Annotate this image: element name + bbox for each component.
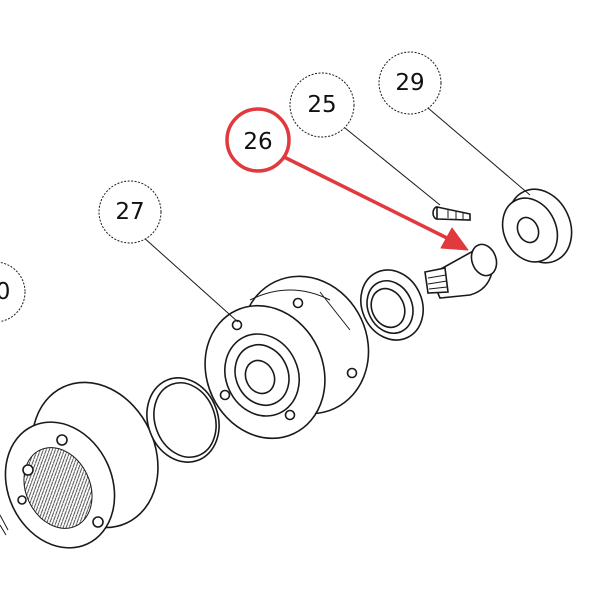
part-29-washer <box>501 188 573 264</box>
callout-partial-label: 0 <box>0 279 10 305</box>
callout-25: 25 <box>289 72 355 138</box>
callout-26: 26 <box>225 107 291 173</box>
leader-25 <box>344 127 441 206</box>
part-30-hub <box>0 381 159 549</box>
leader-29 <box>427 107 531 196</box>
o-ring <box>146 377 220 463</box>
highlight-arrow <box>282 155 457 244</box>
callout-27: 27 <box>98 180 162 244</box>
leader-27 <box>141 235 239 323</box>
part-25-bolt <box>432 206 471 221</box>
callout-29: 29 <box>378 51 442 115</box>
callout-29-label: 29 <box>395 70 424 96</box>
highlight-arrowhead <box>440 227 469 251</box>
part-27-housing <box>204 275 370 440</box>
callout-25-label: 25 <box>307 92 336 118</box>
highlight-ring <box>225 107 291 173</box>
part-26-coupling <box>424 243 498 299</box>
callout-partial: 0 <box>0 261 26 323</box>
callout-27-label: 27 <box>115 199 144 225</box>
seal-ring <box>360 269 424 341</box>
callout-26-label: 26 <box>243 129 272 155</box>
